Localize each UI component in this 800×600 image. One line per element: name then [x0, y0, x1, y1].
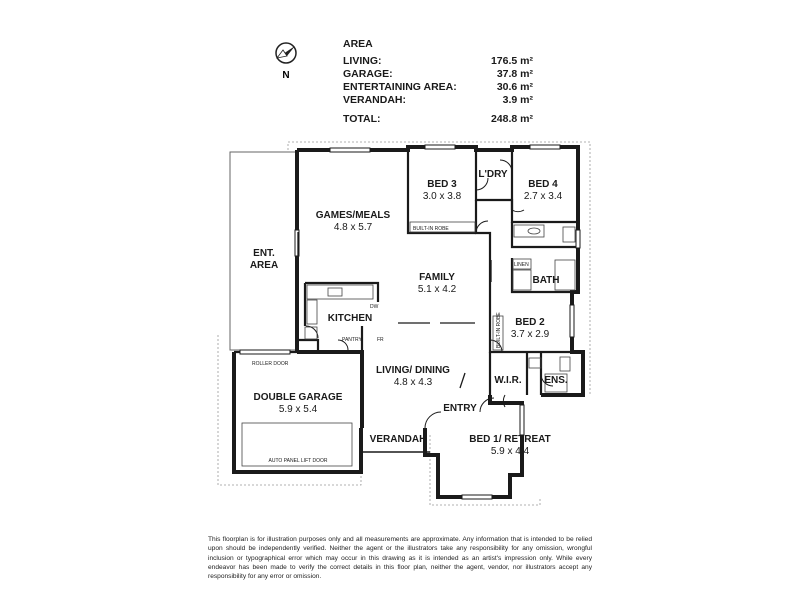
area-label: VERANDAH:	[343, 94, 406, 106]
room-label-ent-area: ENT.	[253, 248, 275, 259]
area-label: ENTERTAINING AREA:	[343, 81, 457, 93]
area-row-entertaining: ENTERTAINING AREA: 30.6 m²	[343, 81, 533, 94]
area-value: 37.8 m²	[496, 68, 533, 80]
room-dims-bed3: 3.0 x 3.8	[423, 191, 462, 202]
room-label-bed1: BED 1/ RETREAT	[469, 434, 551, 445]
area-value: 3.9 m²	[502, 94, 533, 106]
compass-label: N	[282, 70, 289, 81]
area-row-garage: GARAGE: 37.8 m²	[343, 68, 533, 81]
compass-icon: N	[275, 42, 297, 81]
room-label-family: FAMILY	[419, 272, 455, 283]
area-total-value: 248.8 m²	[490, 113, 533, 125]
pantry-label: PANTRY	[342, 337, 362, 343]
room-dims-bed1: 5.9 x 4.4	[491, 446, 530, 457]
room-dims-games-meals: 4.8 x 5.7	[334, 222, 373, 233]
linen-label: LINEN	[514, 262, 529, 268]
room-label-verandah: VERANDAH	[370, 434, 427, 445]
built-in-robe-label: BUILT-IN ROBE	[413, 226, 449, 232]
room-label-bath: BATH	[532, 275, 559, 286]
room-dims-bed4: 2.7 x 3.4	[524, 191, 563, 202]
built-in-robe-label-2: BUILT-IN ROBE	[496, 312, 502, 348]
windows	[239, 144, 581, 500]
room-dims-family: 5.1 x 4.2	[418, 284, 457, 295]
area-row-total: TOTAL: 248.8 m²	[343, 113, 533, 126]
room-label-bed2: BED 2	[515, 317, 545, 328]
area-value: 176.5 m²	[490, 55, 533, 67]
area-value: 30.6 m²	[496, 81, 533, 93]
verandah-outline	[361, 428, 430, 453]
area-label: LIVING:	[343, 55, 382, 67]
room-dims-living-dining: 4.8 x 4.3	[394, 377, 433, 388]
room-label-double-garage: DOUBLE GARAGE	[254, 392, 343, 403]
interior-walls	[234, 150, 578, 395]
room-label-kitchen: KITCHEN	[328, 313, 372, 324]
room-label-wir: W.I.R.	[494, 375, 521, 386]
auto-panel-lift-door-label: AUTO PANEL LIFT DOOR	[269, 458, 328, 464]
room-label-bed3: BED 3	[427, 179, 457, 190]
area-row-living: LIVING: 176.5 m²	[343, 55, 533, 68]
fixtures	[241, 221, 576, 467]
area-row-verandah: VERANDAH: 3.9 m²	[343, 94, 533, 107]
roller-door-label: ROLLER DOOR	[252, 361, 289, 367]
disclaimer-text: This floorplan is for illustration purpo…	[208, 536, 592, 581]
room-label-entry: ENTRY	[443, 403, 477, 414]
room-label-ldry: L'DRY	[478, 169, 508, 180]
room-label-games-meals: GAMES/MEALS	[316, 210, 391, 221]
area-summary: AREA LIVING: 176.5 m² GARAGE: 37.8 m² EN…	[343, 38, 533, 126]
room-label-ent-area-2: AREA	[250, 260, 278, 271]
sliding-doors	[297, 232, 492, 389]
area-label: GARAGE:	[343, 68, 393, 80]
site-boundary	[217, 141, 591, 506]
area-total-label: TOTAL:	[343, 113, 381, 125]
dw-label: DW	[370, 304, 379, 310]
room-dims-bed2: 3.7 x 2.9	[511, 329, 550, 340]
area-title: AREA	[343, 38, 373, 50]
room-label-bed4: BED 4	[528, 179, 558, 190]
room-dims-double-garage: 5.9 x 5.4	[279, 404, 318, 415]
room-labels: ENT. AREA GAMES/MEALS 4.8 x 5.7 BED 3 3.…	[250, 169, 568, 464]
room-label-ens: ENS.	[544, 375, 568, 386]
fr-label: FR	[377, 337, 384, 343]
room-label-living-dining: LIVING/ DINING	[376, 365, 450, 376]
doors	[305, 159, 554, 429]
